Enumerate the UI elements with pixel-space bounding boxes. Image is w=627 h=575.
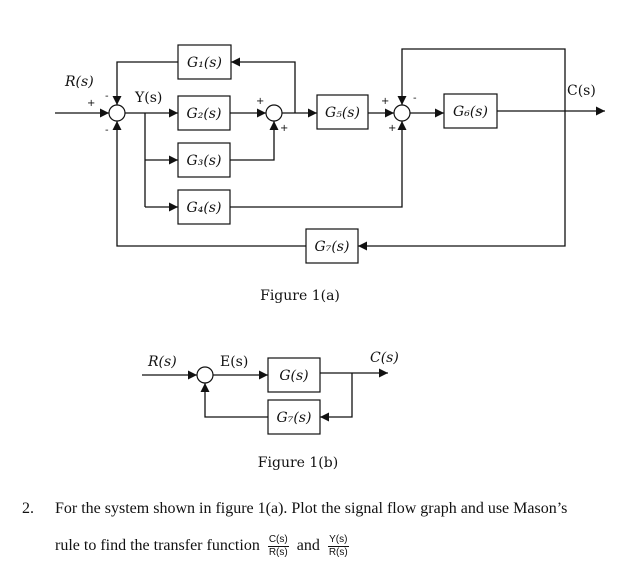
summing-junction-2 (265, 104, 283, 122)
line-to-g1 (231, 57, 296, 113)
g3-to-sum2-line (230, 121, 279, 161)
sum1-bottom-sign: - (105, 125, 109, 136)
g1-feedback-line (112, 61, 178, 105)
figure-1b-caption: Figure 1(b) (258, 455, 338, 471)
fig-b-block-g7-label: G₇(s) (277, 410, 312, 426)
outer-feedback-line-top (397, 48, 566, 111)
transfer-function-c-over-r: C(s) R(s) (267, 534, 289, 559)
block-g2 (177, 95, 231, 131)
fig-b-feedback-line (200, 383, 268, 418)
tf1-numerator: C(s) (267, 534, 289, 547)
block-g7-label: G₇(s) (315, 239, 350, 255)
g7-feedback-line (112, 121, 306, 247)
block-g5-label: G₅(s) (325, 105, 360, 121)
block-g4-label: G₄(s) (187, 200, 222, 216)
block-g1-label: G₁(s) (187, 55, 222, 71)
sum3-left-sign: + (381, 96, 389, 107)
fig-b-block-g (267, 357, 321, 393)
sum3-top-sign: - (413, 93, 417, 104)
block-g3-label: G₃(s) (187, 153, 222, 169)
fig-b-input-label: R(s) (147, 354, 177, 370)
intermediate-signal-label: Y(s) (134, 90, 162, 106)
fig-b-summing-junction (196, 366, 214, 384)
summing-junction-3 (393, 104, 411, 122)
g4-to-sum3-line (230, 121, 407, 208)
figure-1b: R(s) E(s) G(s) C(s) G₇(s) Figure 1(b) (142, 350, 399, 471)
sum1-input-sign: + (87, 98, 95, 109)
summing-junction-1 (108, 104, 126, 122)
figure-1a: R(s) + - - Y(s) G₁(s) G₂(s) G₃(s) G₄(s) (55, 44, 605, 304)
fig-b-block-g7 (267, 399, 321, 435)
output-label: C(s) (567, 83, 596, 99)
figure-1a-caption: Figure 1(a) (260, 288, 340, 304)
transfer-function-y-over-r: Y(s) R(s) (327, 534, 349, 559)
input-label: R(s) (64, 74, 94, 90)
tf2-denominator: R(s) (328, 547, 348, 558)
sum1-top-sign: - (105, 91, 109, 102)
block-g7 (305, 228, 359, 264)
fig-b-block-g-label: G(s) (279, 368, 308, 384)
question-line-2: rule to find the transfer function C(s) … (55, 534, 353, 559)
fig-b-line-to-g7 (320, 373, 353, 422)
sum2-left-sign: + (256, 96, 264, 107)
block-g6-label: G₆(s) (453, 104, 488, 120)
sum2-bottom-sign: + (280, 123, 288, 134)
sum3-bottom-sign: + (388, 123, 396, 134)
block-g2-label: G₂(s) (187, 106, 222, 122)
fig-b-error-label: E(s) (220, 354, 248, 370)
question-number: 2. (22, 500, 34, 517)
line-to-g7 (358, 111, 566, 251)
block-g6 (443, 93, 498, 129)
block-g5 (316, 94, 369, 130)
question-line-1: For the system shown in figure 1(a). Plo… (55, 500, 568, 517)
tf2-numerator: Y(s) (327, 534, 349, 547)
fig-b-output-label: C(s) (370, 350, 399, 366)
tf1-denominator: R(s) (268, 547, 288, 558)
conjunction: and (296, 537, 320, 555)
question-line-2-text: rule to find the transfer function (55, 537, 260, 555)
